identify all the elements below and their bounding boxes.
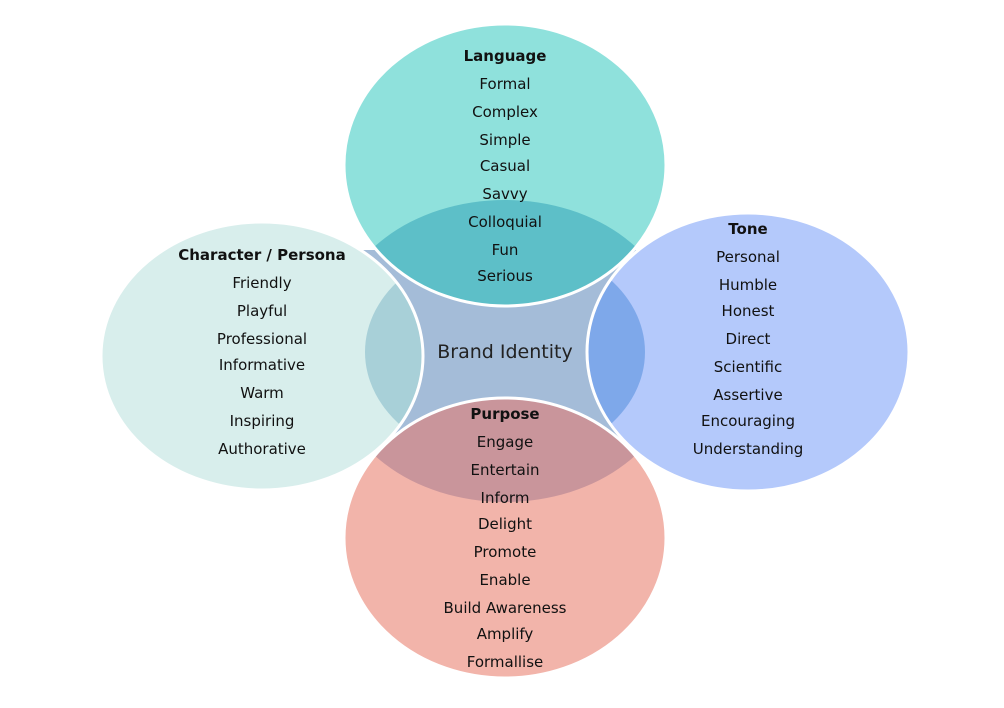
tone-circle bbox=[587, 213, 909, 491]
tone-item: Humble bbox=[719, 276, 777, 294]
tone-item: Honest bbox=[722, 302, 775, 320]
language-title: Language bbox=[464, 47, 547, 65]
language-outline bbox=[342, 22, 668, 308]
purpose-item: Delight bbox=[478, 515, 532, 533]
language-item: Complex bbox=[472, 103, 538, 121]
tone-item: Assertive bbox=[713, 386, 782, 404]
language-item: Formal bbox=[479, 75, 530, 93]
language-item: Savvy bbox=[482, 185, 527, 203]
character-item: Friendly bbox=[232, 274, 291, 292]
character-items: Friendly Playful Professional Informativ… bbox=[217, 274, 307, 458]
tone-item: Personal bbox=[716, 248, 780, 266]
character-item: Warm bbox=[240, 384, 284, 402]
purpose-item: Entertain bbox=[470, 461, 539, 479]
character-circle bbox=[101, 222, 423, 490]
purpose-title: Purpose bbox=[470, 405, 539, 423]
purpose-item: Amplify bbox=[477, 625, 534, 643]
tone-item: Scientific bbox=[714, 358, 782, 376]
tone-item: Understanding bbox=[693, 440, 804, 458]
purpose-outline bbox=[342, 396, 668, 680]
character-item: Informative bbox=[219, 356, 305, 374]
language-item: Casual bbox=[480, 157, 530, 175]
character-item: Professional bbox=[217, 330, 307, 348]
character-item: Playful bbox=[237, 302, 287, 320]
language-item: Simple bbox=[479, 131, 530, 149]
purpose-item: Inform bbox=[481, 489, 530, 507]
language-items: Formal Complex Simple Casual Savvy Collo… bbox=[468, 75, 542, 285]
brand-identity-label: Brand Identity bbox=[437, 341, 572, 363]
purpose-center-overlap bbox=[344, 398, 666, 502]
tone-item: Encouraging bbox=[701, 412, 795, 430]
purpose-item: Engage bbox=[477, 433, 533, 451]
language-item: Serious bbox=[477, 267, 533, 285]
character-title: Character / Persona bbox=[178, 246, 345, 264]
character-outline bbox=[99, 220, 425, 492]
tone-items: Personal Humble Honest Direct Scientific… bbox=[693, 248, 804, 458]
character-item: Inspiring bbox=[230, 412, 295, 430]
purpose-item: Formallise bbox=[467, 653, 544, 671]
purpose-items: Engage Entertain Inform Delight Promote … bbox=[444, 433, 567, 671]
tone-title: Tone bbox=[728, 220, 767, 238]
language-item: Colloquial bbox=[468, 213, 542, 231]
language-item: Fun bbox=[492, 241, 519, 259]
purpose-item: Promote bbox=[474, 543, 537, 561]
tone-outline bbox=[585, 211, 911, 493]
character-item: Authorative bbox=[218, 440, 306, 458]
tone-item: Direct bbox=[726, 330, 771, 348]
purpose-item: Build Awareness bbox=[444, 599, 567, 617]
language-center-overlap bbox=[344, 200, 666, 306]
purpose-item: Enable bbox=[479, 571, 530, 589]
